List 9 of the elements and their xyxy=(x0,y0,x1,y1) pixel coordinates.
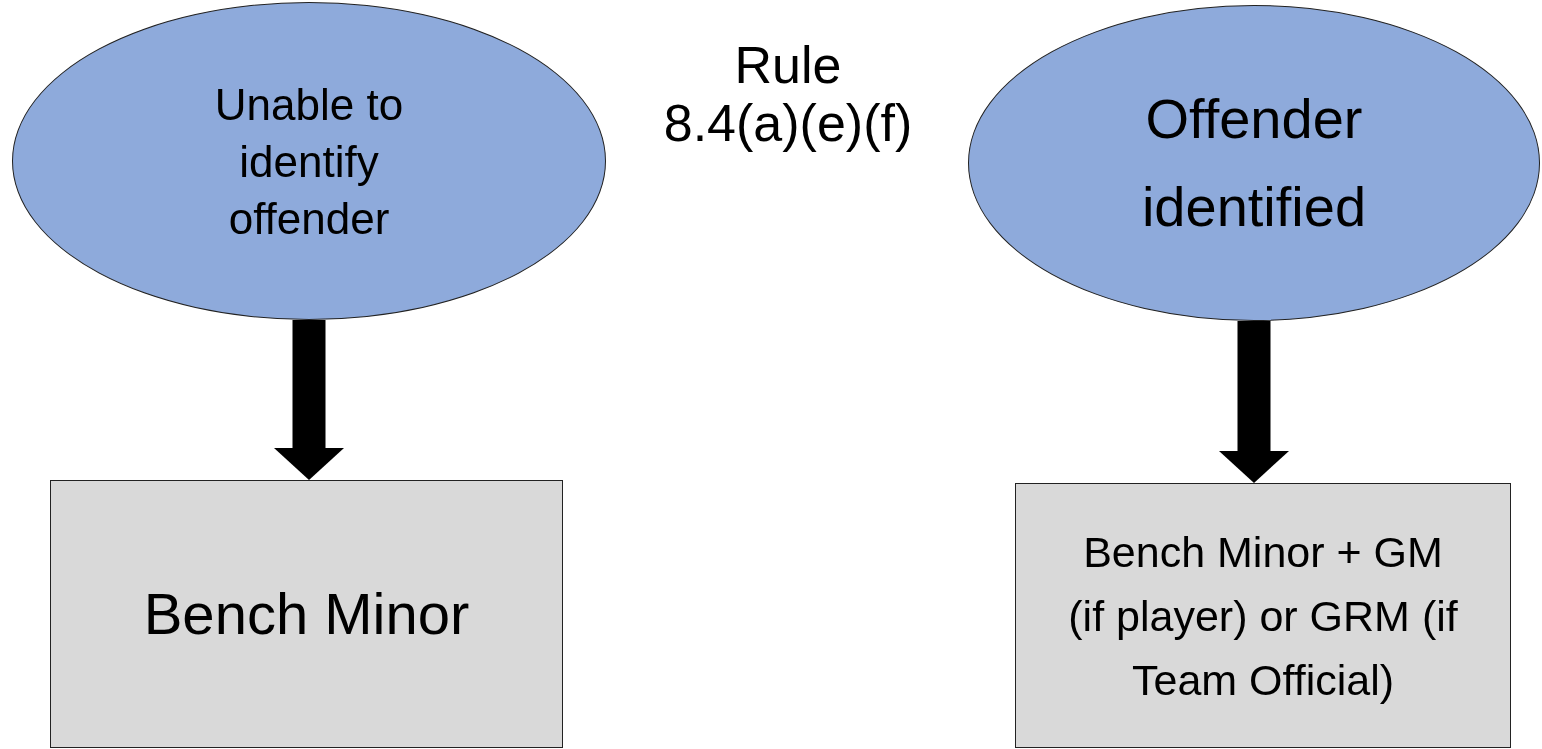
node-text: Unable to identify offender xyxy=(213,78,405,245)
block-arrow xyxy=(274,320,344,480)
process-box xyxy=(1015,483,1511,748)
node-text: Offender identified xyxy=(1140,86,1368,240)
block-arrow xyxy=(1219,321,1289,483)
node-text: Bench Minor + GM (if player) or GRM (if Team Official) xyxy=(1067,526,1459,706)
node-text: Bench Minor xyxy=(142,582,471,646)
process-box xyxy=(50,480,563,748)
title: Rule 8.4(a)(e)(f) xyxy=(662,36,914,152)
